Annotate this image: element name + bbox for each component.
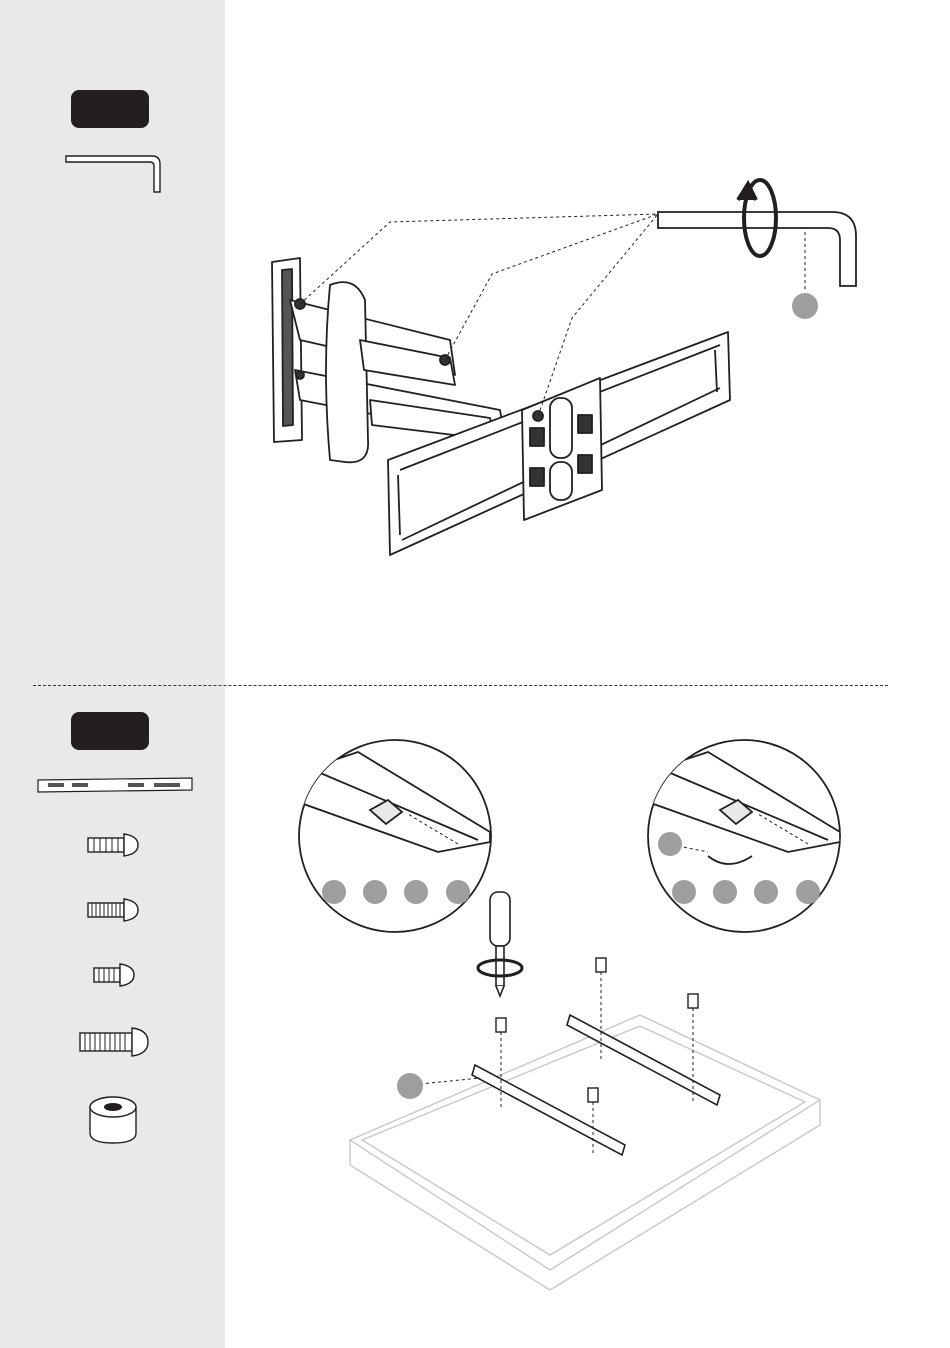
step-1-illustration [260,170,880,590]
screwdriver-icon [478,892,522,996]
step-2-rail-callout [397,1073,423,1099]
step-2-badge [71,712,149,750]
bolt-icon [86,897,140,923]
allen-key-icon [60,150,170,200]
tv-bracket-rail-icon [36,772,196,798]
bolt-icon [78,1026,150,1058]
bolt-icon [86,832,140,858]
arm-hinge-cover [326,282,368,462]
tv-bracket-rail-1 [472,1065,625,1155]
spacer-callout-circle [658,832,682,856]
step-1-badge [71,90,149,128]
step-divider [33,685,888,686]
step-2-illustration [340,890,830,1290]
bolt-icon [92,962,138,988]
spacer-icon [88,1095,140,1145]
allen-key-icon [658,212,856,286]
parts-sidebar [0,0,225,1348]
step-1-callout-circle [792,293,818,319]
